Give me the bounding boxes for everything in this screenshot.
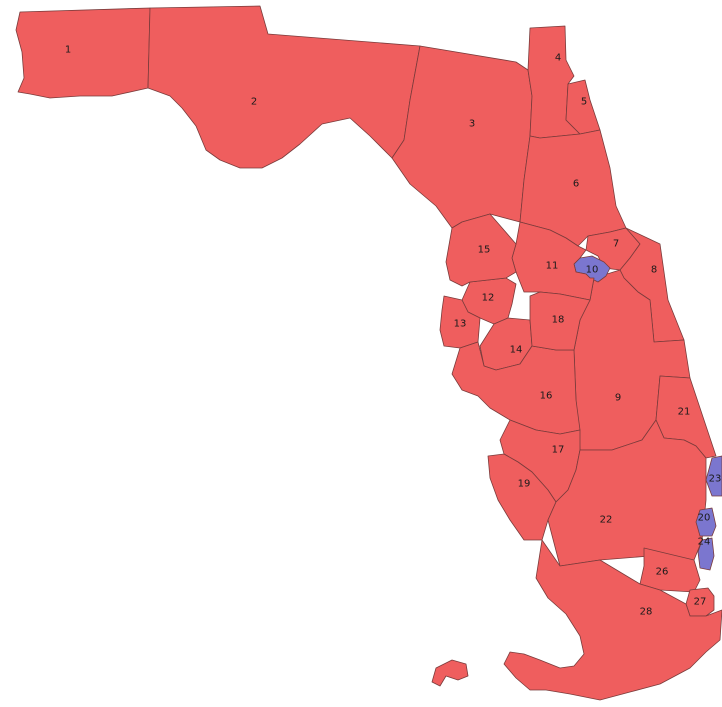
district-label-21: 21 [678, 407, 691, 418]
district-label-16: 16 [540, 391, 553, 402]
district-24-area[interactable] [697, 537, 715, 571]
district-label-22: 22 [600, 515, 613, 526]
district-1-area[interactable] [15, 7, 151, 99]
district-label-11: 11 [546, 261, 559, 272]
district-label-23: 23 [709, 474, 722, 485]
district-label-6: 6 [573, 179, 579, 190]
district-label-7: 7 [613, 239, 619, 250]
keys-island-area [431, 659, 469, 687]
district-label-17: 17 [552, 445, 565, 456]
district-18-area[interactable] [529, 291, 591, 351]
district-label-28: 28 [640, 607, 653, 618]
district-label-3: 3 [469, 119, 475, 130]
district-label-4: 4 [555, 53, 561, 64]
district-16-area[interactable] [451, 341, 581, 435]
district-label-20: 20 [698, 513, 711, 524]
district-label-19: 19 [518, 479, 531, 490]
district-26-area[interactable] [639, 547, 701, 593]
district-label-9: 9 [615, 393, 621, 404]
district-label-12: 12 [482, 293, 495, 304]
district-label-13: 13 [454, 319, 467, 330]
district-labels: 1 2 3 4 5 6 7 8 9 10 11 12 13 14 15 16 1… [65, 45, 722, 618]
district-label-27: 27 [694, 597, 707, 608]
district-label-26: 26 [656, 567, 669, 578]
district-label-2: 2 [251, 97, 257, 108]
district-label-15: 15 [478, 245, 491, 256]
district-28-area[interactable] [503, 539, 722, 701]
district-label-1: 1 [65, 45, 71, 56]
district-label-8: 8 [651, 265, 657, 276]
district-15-area[interactable] [445, 213, 517, 287]
district-label-24: 24 [698, 537, 711, 548]
district-label-14: 14 [510, 345, 523, 356]
district-label-18: 18 [552, 315, 565, 326]
district-23-area[interactable] [705, 455, 722, 497]
district-label-10: 10 [586, 265, 599, 276]
district-label-5: 5 [581, 97, 587, 108]
district-20-area[interactable] [695, 507, 717, 537]
district-2-area[interactable] [147, 5, 421, 169]
